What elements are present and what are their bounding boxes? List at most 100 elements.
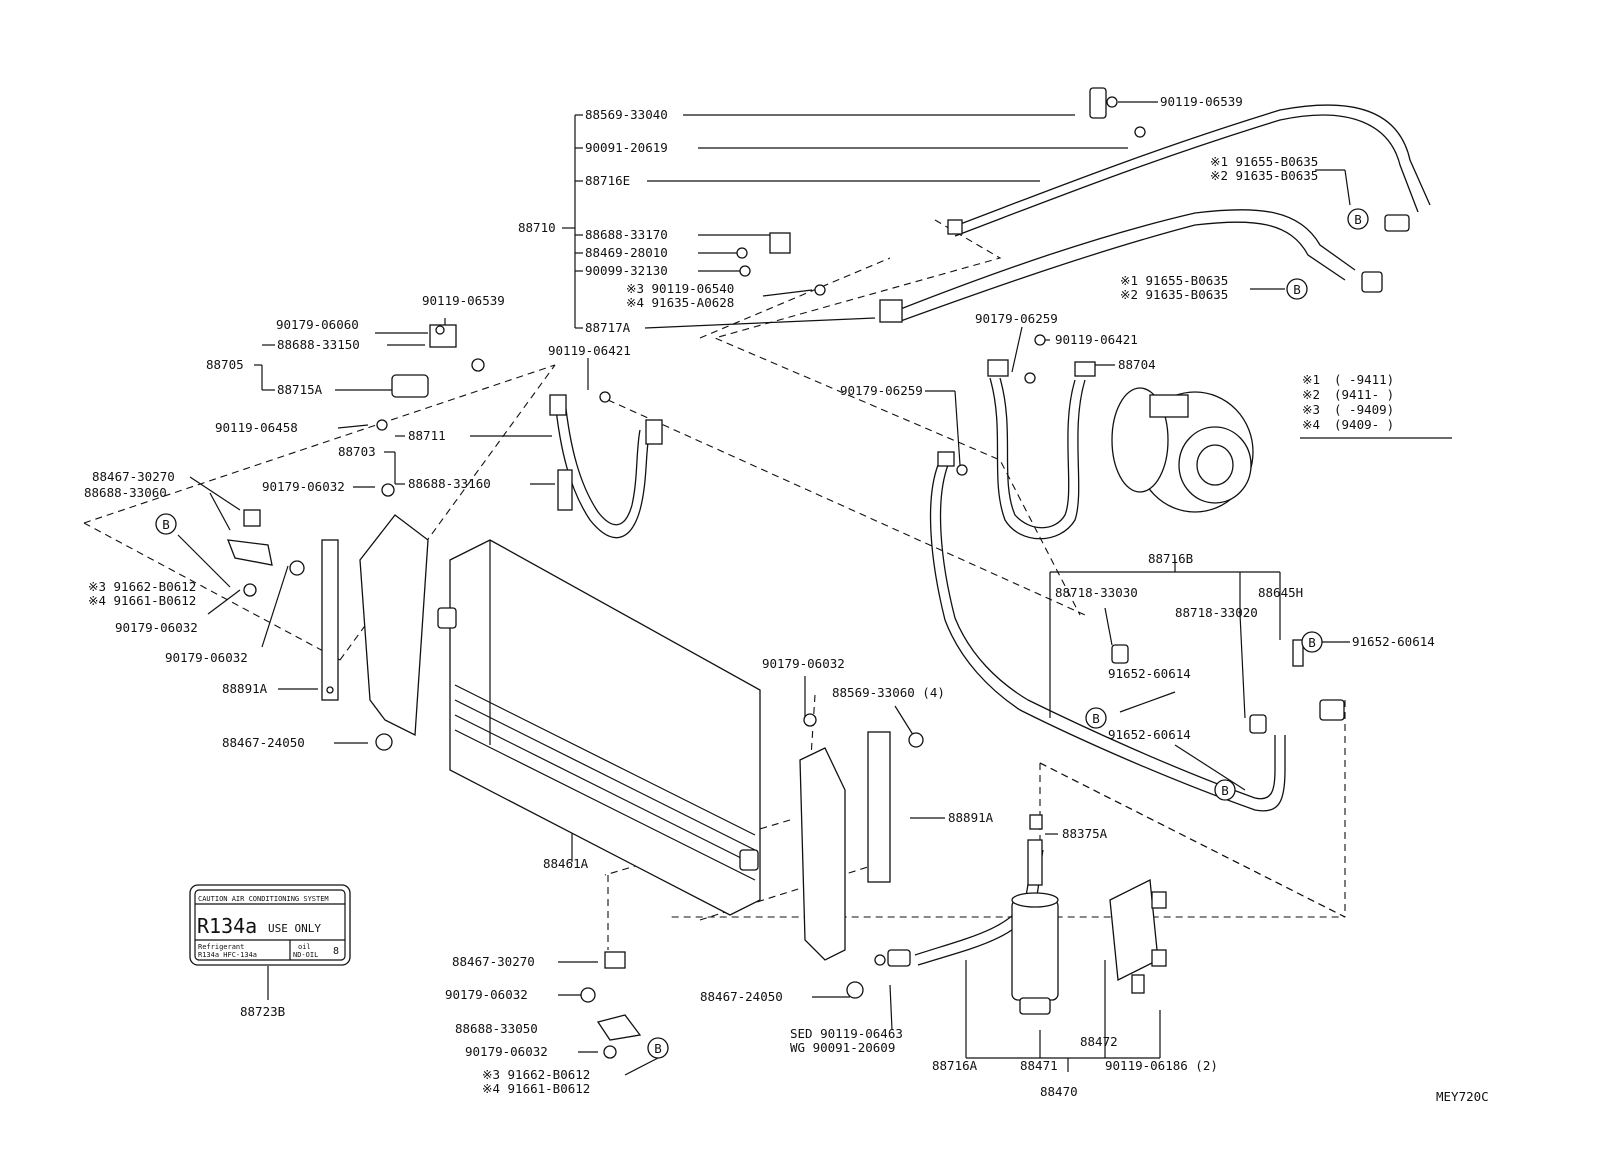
- part-label: 90179-06259: [975, 311, 1058, 326]
- caution-header: CAUTION AIR CONDITIONING SYSTEM: [198, 895, 329, 903]
- svg-text:B: B: [1308, 635, 1316, 650]
- part-label: 88703: [338, 444, 376, 459]
- ref-badge-b: B: [1347, 208, 1369, 230]
- part-label: 88569-33040: [585, 107, 668, 122]
- svg-text:B: B: [1354, 212, 1362, 227]
- part-label: 88470: [1040, 1084, 1078, 1099]
- legend-range: ( -9411): [1334, 372, 1394, 387]
- part-label: 88716E: [585, 173, 630, 188]
- ref-badge-b: B: [1286, 278, 1308, 300]
- part-label: ※4 91661-B0612: [482, 1081, 590, 1096]
- part-label: 88688-33170: [585, 227, 668, 242]
- part-label: 88688-33160: [408, 476, 491, 491]
- svg-text:B: B: [1092, 711, 1100, 726]
- part-label: ※1 91655-B0635: [1120, 273, 1228, 288]
- part-label: ※2 91635-B0635: [1210, 168, 1318, 183]
- part-label: 90179-06032: [262, 479, 345, 494]
- part-label: 90119-06421: [1055, 332, 1138, 347]
- part-label: 88891A: [948, 810, 994, 825]
- part-label: 88705: [206, 357, 244, 372]
- part-label: 88471: [1020, 1058, 1058, 1073]
- part-label: 88569-33060 (4): [832, 685, 945, 700]
- ref-badge-b: B: [1085, 707, 1107, 729]
- part-label: 88718-33030: [1055, 585, 1138, 600]
- legend-range: (9409- ): [1334, 417, 1394, 432]
- part-label: ※4 91635-A0628: [626, 295, 734, 310]
- legend-range: (9411- ): [1334, 387, 1394, 402]
- condenser-88461A: [437, 539, 761, 916]
- part-label: 90099-32130: [585, 263, 668, 278]
- part-label: 88688-33060: [84, 485, 167, 500]
- ref-badge-b: B: [1214, 779, 1236, 801]
- leaders-left-group: [177, 318, 589, 744]
- legend-mark: ※2: [1302, 387, 1320, 402]
- part-label: 88710: [518, 220, 556, 235]
- svg-text:B: B: [654, 1041, 662, 1056]
- part-label: 88467-24050: [222, 735, 305, 750]
- part-label: 88715A: [277, 382, 323, 397]
- part-label: 90119-06539: [1160, 94, 1243, 109]
- svg-text:B: B: [1221, 783, 1229, 798]
- leaders-right-bottom: [267, 559, 1350, 1076]
- svg-text:B: B: [162, 517, 170, 532]
- part-label: 88645H: [1258, 585, 1303, 600]
- part-label: 90091-20619: [585, 140, 668, 155]
- caution-main-a: R134a: [197, 914, 257, 938]
- part-label: WG 90091-20609: [790, 1040, 895, 1055]
- caution-label-88723B: CAUTION AIR CONDITIONING SYSTEM R134a US…: [189, 884, 351, 966]
- part-label: 88375A: [1062, 826, 1108, 841]
- caution-sub: ND-OIL: [293, 951, 318, 959]
- caution-sub: 8: [333, 946, 339, 957]
- legend-mark: ※4: [1302, 417, 1320, 432]
- legend-mark: ※1: [1302, 372, 1320, 387]
- part-label: 88716B: [1148, 551, 1193, 566]
- part-label: 90179-06060: [276, 317, 359, 332]
- leaders-88710-group: [562, 101, 1351, 466]
- part-label: 91652-60614: [1108, 727, 1191, 742]
- part-label: 91652-60614: [1352, 634, 1435, 649]
- part-label: 90179-06032: [762, 656, 845, 671]
- part-label: 90179-06032: [115, 620, 198, 635]
- part-labels: 88569-33040 90091-20619 88716E 88710 886…: [84, 94, 1435, 1099]
- compressor-88704: [1111, 387, 1254, 513]
- ref-badges: B B B B B B B: [155, 208, 1369, 1059]
- part-label: ※3 91662-B0612: [482, 1067, 590, 1082]
- legend: ※1 ( -9411) ※2 (9411- ) ※3 ( -9409) ※4 (…: [1300, 372, 1452, 439]
- part-label: 88704: [1118, 357, 1156, 372]
- part-label: 90179-06032: [445, 987, 528, 1002]
- part-label: ※3 91662-B0612: [88, 579, 196, 594]
- legend-mark: ※3: [1302, 402, 1320, 417]
- part-label: ※1 91655-B0635: [1210, 154, 1318, 169]
- bracket-88891A-right: [799, 731, 891, 961]
- part-label: ※4 91661-B0612: [88, 593, 196, 608]
- part-label: 88717A: [585, 320, 631, 335]
- part-label: 90179-06032: [465, 1044, 548, 1059]
- part-label: 88688-33050: [455, 1021, 538, 1036]
- part-label: 90179-06259: [840, 383, 923, 398]
- small-fittings: [226, 87, 1410, 1059]
- part-label: 88469-28010: [585, 245, 668, 260]
- bracket-88472: [1109, 878, 1167, 994]
- svg-text:B: B: [1293, 282, 1301, 297]
- ref-badge-b: B: [155, 513, 177, 535]
- part-label: 88718-33020: [1175, 605, 1258, 620]
- part-label: 88711: [408, 428, 446, 443]
- part-label: ※2 91635-B0635: [1120, 287, 1228, 302]
- part-label: SED 90119-06463: [790, 1026, 903, 1041]
- part-label: 90119-06421: [548, 343, 631, 358]
- part-label: ※3 90119-06540: [626, 281, 734, 296]
- part-label: 88461A: [543, 856, 589, 871]
- part-label: 90119-06458: [215, 420, 298, 435]
- part-label: 90119-06539: [422, 293, 505, 308]
- caution-sub: R134a HFC-134a: [198, 951, 257, 959]
- ref-badge-b: B: [1301, 631, 1323, 653]
- caution-main-b: USE ONLY: [268, 922, 321, 935]
- part-label: 88891A: [222, 681, 268, 696]
- part-label: 90179-06032: [165, 650, 248, 665]
- caution-sub: oil: [298, 943, 311, 951]
- caution-sub: Refrigerant: [198, 943, 244, 951]
- receiver-88471: [1011, 814, 1059, 1015]
- part-label: 88467-30270: [92, 469, 175, 484]
- part-label: 90119-06186 (2): [1105, 1058, 1218, 1073]
